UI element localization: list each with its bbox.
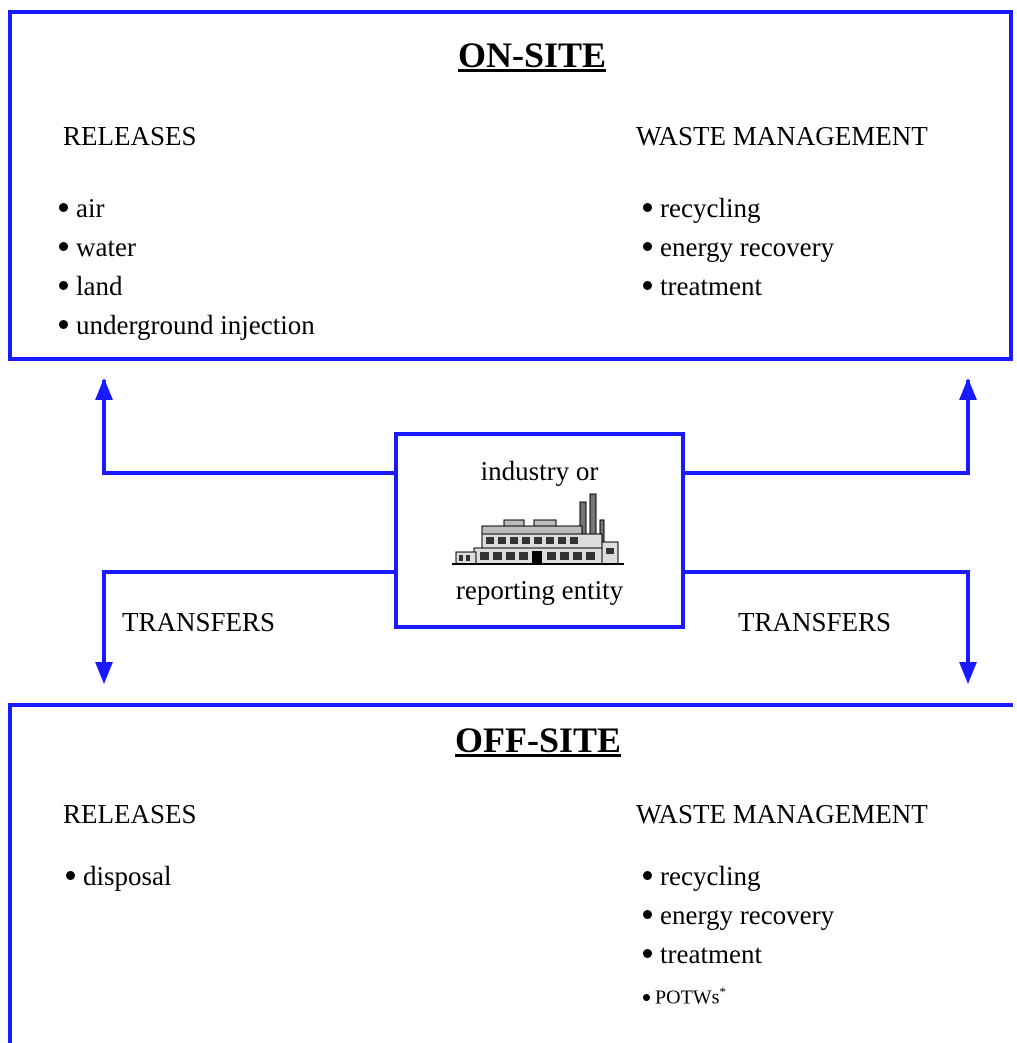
bullet-icon [643, 242, 652, 252]
bullet-icon [643, 993, 650, 1001]
bullet-icon [59, 281, 68, 291]
arrowhead-up-left [95, 378, 113, 400]
item-label: treatment [660, 271, 762, 301]
item-label: water [76, 232, 136, 262]
bullet-icon [643, 949, 652, 959]
reporting-entity-box [394, 432, 685, 629]
arrowhead-down-left [95, 662, 113, 684]
bullet-icon [66, 871, 75, 881]
off-site-waste-item: recycling [643, 861, 760, 892]
item-label: recycling [660, 861, 761, 891]
on-site-release-item: underground injection [59, 310, 315, 341]
arrowhead-down-right [959, 662, 977, 684]
on-site-release-item: air [59, 193, 104, 224]
off-site-box [8, 703, 1013, 1043]
bullet-icon [643, 871, 652, 881]
bullet-icon [59, 203, 68, 213]
on-site-waste-item: recycling [643, 193, 760, 224]
off-site-waste-item: energy recovery [643, 900, 834, 931]
arrowhead-up-right [959, 378, 977, 400]
on-site-title: ON-SITE [458, 35, 607, 75]
item-label: treatment [660, 939, 762, 969]
entity-label-line2: reporting entity [455, 575, 624, 605]
off-site-releases-heading: RELEASES [63, 799, 197, 829]
bullet-icon [643, 910, 652, 920]
arrow-up-left [102, 380, 396, 475]
transfers-right-label: TRANSFERS [738, 607, 892, 637]
item-label: underground injection [76, 310, 315, 340]
bullet-icon [643, 203, 652, 213]
factory-icon [452, 493, 624, 565]
on-site-releases-heading: RELEASES [63, 121, 197, 151]
bullet-icon [59, 320, 68, 330]
arrow-up-right [683, 380, 970, 475]
on-site-box [8, 10, 1013, 361]
on-site-waste-item: treatment [643, 271, 762, 302]
item-label: land [76, 271, 123, 301]
footnote-mark: * [719, 984, 726, 999]
item-label: disposal [83, 861, 172, 891]
entity-label-line1: industry or [480, 456, 599, 486]
off-site-waste-item: treatment [643, 939, 762, 970]
item-label: energy recovery [660, 900, 835, 930]
item-label: recycling [660, 193, 761, 223]
transfers-left-label: TRANSFERS [122, 607, 276, 637]
off-site-waste-item-potw: POTWs* [643, 984, 726, 1010]
off-site-title: OFF-SITE [455, 720, 622, 760]
potw-label: POTWs [655, 986, 720, 1009]
on-site-release-item: land [59, 271, 123, 302]
on-site-waste-item: energy recovery [643, 232, 834, 263]
on-site-release-item: water [59, 232, 136, 263]
on-site-waste-heading: WASTE MANAGEMENT [636, 121, 928, 151]
bullet-icon [643, 281, 652, 291]
arrow-down-left [102, 570, 396, 666]
arrow-down-right [683, 570, 970, 666]
off-site-waste-heading: WASTE MANAGEMENT [636, 799, 928, 829]
off-site-release-item: disposal [66, 861, 172, 892]
item-label: air [76, 193, 105, 223]
bullet-icon [59, 242, 68, 252]
item-label: energy recovery [660, 232, 835, 262]
